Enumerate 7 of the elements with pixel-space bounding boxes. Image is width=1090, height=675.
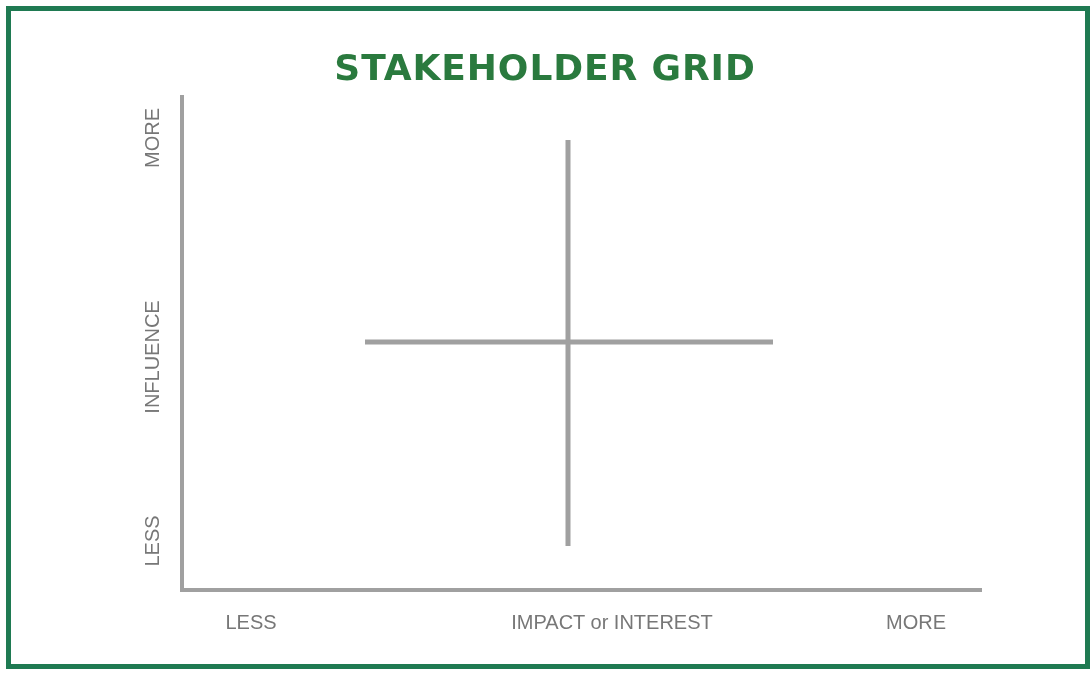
title: STAKEHOLDER GRID: [334, 46, 756, 90]
x-axis-label: MORE: [886, 610, 946, 634]
x-axis-label: LESS: [225, 610, 277, 634]
x-axis-label: IMPACT or INTEREST: [511, 610, 713, 634]
y-axis-label: MORE: [140, 108, 164, 168]
y-axis-label: LESS: [140, 515, 164, 567]
y-axis-label: INFLUENCE: [140, 300, 164, 414]
